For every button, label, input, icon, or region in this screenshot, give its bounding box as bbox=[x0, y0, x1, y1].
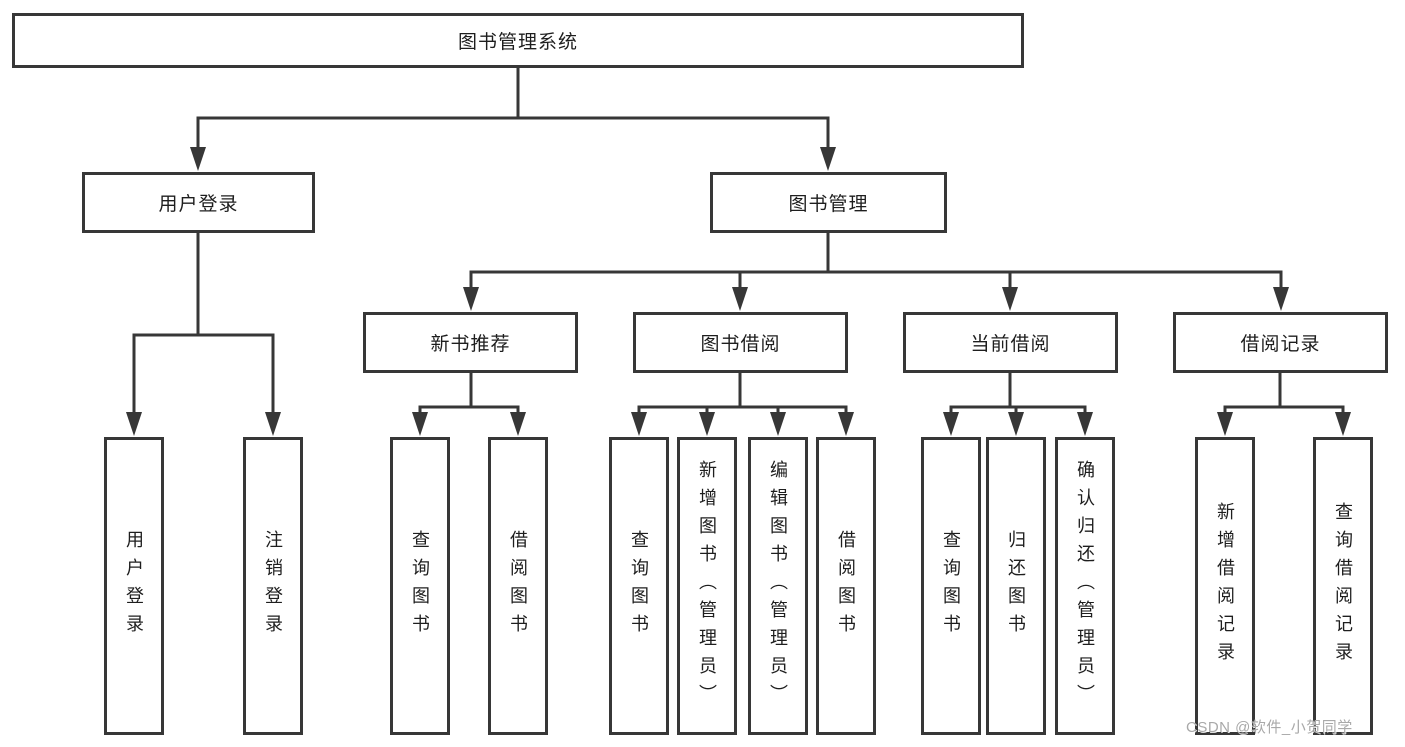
edge-path bbox=[1223, 373, 1345, 413]
node-label: 确认归还（管理员） bbox=[1075, 460, 1095, 712]
leaf-current-confirm-return-admin: 确认归还（管理员） bbox=[1055, 437, 1115, 735]
arrowhead-down-icon bbox=[1008, 412, 1024, 436]
arrowhead-down-icon bbox=[1002, 287, 1018, 311]
edge-path bbox=[637, 373, 848, 413]
arrowhead-down-icon bbox=[820, 147, 836, 171]
leaf-current-return-books: 归还图书 bbox=[986, 437, 1046, 735]
arrowhead-down-icon bbox=[838, 412, 854, 436]
node-label: 借阅记录 bbox=[1240, 334, 1321, 355]
arrowhead-down-icon bbox=[732, 287, 748, 311]
arrowhead-down-icon bbox=[943, 412, 959, 436]
edges-user-login-to-leaves bbox=[126, 233, 281, 436]
edges-root-to-branches bbox=[190, 68, 836, 171]
arrowhead-down-icon bbox=[190, 147, 206, 171]
node-current-borrow: 当前借阅 bbox=[903, 312, 1118, 373]
leaf-logout: 注销登录 bbox=[243, 437, 303, 735]
edge-path bbox=[196, 68, 830, 148]
arrowhead-down-icon bbox=[463, 287, 479, 311]
node-label: 查询图书 bbox=[410, 530, 430, 642]
node-label: 用户登录 bbox=[124, 530, 144, 642]
leaf-record-add-borrow-record: 新增借阅记录 bbox=[1195, 437, 1255, 735]
node-label: 注销登录 bbox=[263, 530, 283, 642]
arrowhead-down-icon bbox=[1335, 412, 1351, 436]
arrowhead-down-icon bbox=[1077, 412, 1093, 436]
edges-book-mgmt-to-modules bbox=[463, 233, 1289, 311]
leaf-borrow-borrow-books: 借阅图书 bbox=[816, 437, 876, 735]
csdn-watermark: CSDN @软件_小贺同学 bbox=[1186, 719, 1353, 736]
arrowhead-down-icon bbox=[1217, 412, 1233, 436]
edges-record-to-leaves bbox=[1217, 373, 1351, 436]
leaf-record-query-borrow-record: 查询借阅记录 bbox=[1313, 437, 1373, 735]
edge-path bbox=[132, 233, 275, 413]
node-book-borrow: 图书借阅 bbox=[633, 312, 848, 373]
leaf-borrow-query-books: 查询图书 bbox=[609, 437, 669, 735]
edge-path bbox=[469, 233, 1283, 288]
edges-current-to-leaves bbox=[943, 373, 1093, 436]
node-label: 图书借阅 bbox=[700, 334, 781, 355]
node-label: 用户登录 bbox=[158, 194, 239, 215]
leaf-borrow-edit-books-admin: 编辑图书（管理员） bbox=[748, 437, 808, 735]
arrowhead-down-icon bbox=[412, 412, 428, 436]
node-label: 查询图书 bbox=[629, 530, 649, 642]
node-label: 当前借阅 bbox=[970, 334, 1051, 355]
node-label: 图书管理 bbox=[788, 194, 869, 215]
leaf-newbook-borrow-books: 借阅图书 bbox=[488, 437, 548, 735]
arrowhead-down-icon bbox=[510, 412, 526, 436]
node-borrow-record: 借阅记录 bbox=[1173, 312, 1388, 373]
node-user-login-branch: 用户登录 bbox=[82, 172, 315, 233]
arrowhead-down-icon bbox=[770, 412, 786, 436]
node-label: 新增借阅记录 bbox=[1215, 502, 1235, 670]
node-label: 编辑图书（管理员） bbox=[768, 460, 788, 712]
node-label: 新增图书（管理员） bbox=[697, 460, 717, 712]
node-label: 查询图书 bbox=[941, 530, 961, 642]
arrowhead-down-icon bbox=[631, 412, 647, 436]
edge-path bbox=[949, 373, 1087, 413]
edges-borrow-to-leaves bbox=[631, 373, 854, 436]
node-label: 借阅图书 bbox=[508, 530, 528, 642]
node-label: 图书管理系统 bbox=[457, 32, 578, 53]
node-book-management-branch: 图书管理 bbox=[710, 172, 947, 233]
leaf-borrow-add-books-admin: 新增图书（管理员） bbox=[677, 437, 737, 735]
leaf-user-login: 用户登录 bbox=[104, 437, 164, 735]
node-label: 新书推荐 bbox=[430, 334, 511, 355]
node-label: 借阅图书 bbox=[836, 530, 856, 642]
arrowhead-down-icon bbox=[265, 412, 281, 436]
node-label: 查询借阅记录 bbox=[1333, 502, 1353, 670]
node-library-system: 图书管理系统 bbox=[12, 13, 1024, 68]
node-label: 归还图书 bbox=[1006, 530, 1026, 642]
leaf-newbook-query-books: 查询图书 bbox=[390, 437, 450, 735]
arrowhead-down-icon bbox=[1273, 287, 1289, 311]
leaf-current-query-books: 查询图书 bbox=[921, 437, 981, 735]
edges-new-book-to-leaves bbox=[412, 373, 526, 436]
edge-path bbox=[418, 373, 520, 413]
arrowhead-down-icon bbox=[699, 412, 715, 436]
node-new-book-recommend: 新书推荐 bbox=[363, 312, 578, 373]
arrowhead-down-icon bbox=[126, 412, 142, 436]
